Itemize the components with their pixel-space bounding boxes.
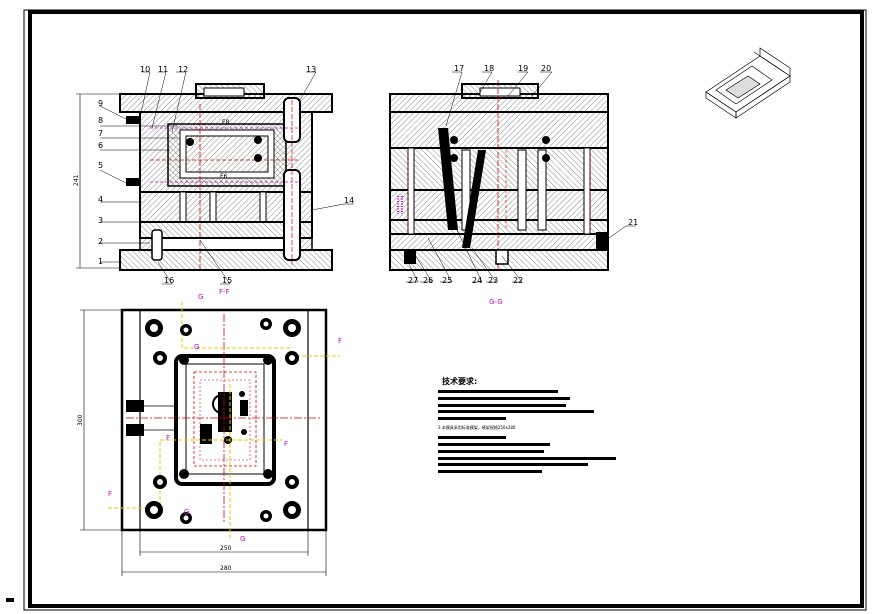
front-height-dimension xyxy=(76,93,120,269)
part-number-4: 4 xyxy=(98,195,103,204)
part-number-6: 6 xyxy=(98,141,103,150)
inner-border xyxy=(28,10,864,608)
part-number-12: 12 xyxy=(178,65,188,74)
front-inner-mark-top: F8 xyxy=(222,119,229,126)
part-number-24: 24 xyxy=(472,276,482,285)
plan-width-outer-dim-text: 280 xyxy=(220,565,232,572)
side-leaders xyxy=(405,71,636,283)
plan-mark-f-left-inner: F xyxy=(166,434,170,442)
plan-view xyxy=(108,302,340,538)
tech-requirements-title: 技术要求: xyxy=(442,376,477,386)
part-number-13: 13 xyxy=(306,65,316,74)
side-section-label: G-G xyxy=(489,298,503,306)
part-number-18: 18 xyxy=(484,64,494,73)
part-number-17: 17 xyxy=(454,64,464,73)
tech-requirements-lines xyxy=(438,390,616,473)
part-number-9: 9 xyxy=(98,99,103,108)
part-number-8: 8 xyxy=(98,116,103,125)
part-number-1: 1 xyxy=(98,257,103,266)
front-section-view xyxy=(119,83,333,271)
plan-mark-g-top-inner: G xyxy=(194,343,199,351)
part-number-21: 21 xyxy=(628,218,638,227)
corner-marker xyxy=(6,598,14,602)
plan-mark-g-bottom-inner: G xyxy=(184,508,189,516)
part-number-15: 15 xyxy=(222,276,232,285)
part-number-19: 19 xyxy=(518,64,528,73)
side-section-view xyxy=(389,80,609,271)
part-number-26: 26 xyxy=(423,276,433,285)
plan-mark-g-bottom: G xyxy=(240,535,245,543)
plan-mark-f-left: F xyxy=(108,490,112,498)
plan-mark-g-top: G xyxy=(198,293,203,301)
isometric-view xyxy=(705,47,791,119)
part-number-5: 5 xyxy=(98,161,103,170)
part-number-27: 27 xyxy=(408,276,418,285)
part-number-11: 11 xyxy=(158,65,168,74)
plan-dimensions xyxy=(80,309,327,576)
part-number-20: 20 xyxy=(541,64,551,73)
tech-requirements-line-3: 3.本模具采用标准模架，模架规格250x280 xyxy=(438,424,516,430)
part-number-25: 25 xyxy=(442,276,452,285)
part-number-23: 23 xyxy=(488,276,498,285)
front-leaders xyxy=(99,71,354,285)
part-number-10: 10 xyxy=(140,65,150,74)
front-section-label: F-F xyxy=(219,288,230,296)
front-height-dim-text: 241 xyxy=(73,174,80,186)
plan-mark-f-inner: F xyxy=(284,440,288,448)
plan-width-inner-dim-text: 250 xyxy=(220,545,232,552)
plan-height-dim-text: 300 xyxy=(77,414,84,426)
part-number-22: 22 xyxy=(513,276,523,285)
front-inner-mark-bottom: F6 xyxy=(220,173,227,180)
plan-mark-f-right: F xyxy=(338,337,342,345)
part-number-14: 14 xyxy=(344,196,354,205)
part-number-3: 3 xyxy=(98,216,103,225)
part-number-7: 7 xyxy=(98,129,103,138)
part-number-16: 16 xyxy=(164,276,174,285)
part-number-2: 2 xyxy=(98,237,103,246)
